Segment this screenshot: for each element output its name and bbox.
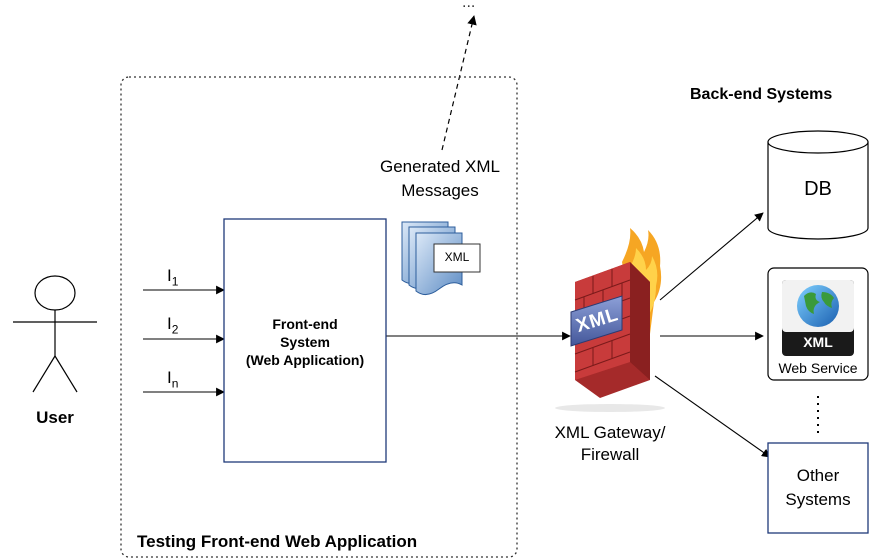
firewall-icon [555,228,665,412]
input-label-1-sub: 1 [171,274,179,289]
front-end-line1: Front-end [272,316,338,332]
other-systems-label: Other Systems [768,464,868,512]
input-label-2: I2 [167,314,178,336]
front-end-box [223,218,387,463]
front-end-line3: (Web Application) [245,352,365,368]
web-service-icon [767,267,869,381]
generated-xml-line2: Messages [401,181,479,200]
input-label-1-base: I [167,266,172,285]
other-systems-line2: Systems [785,490,851,509]
web-service-badge-text: XML [803,334,833,350]
testing-boundary [120,76,518,558]
xml-documents-icon [401,221,481,295]
web-service-label: Web Service [778,360,858,376]
generated-xml-label: Generated XML Messages [350,155,530,203]
gateway-line2: Firewall [580,445,640,464]
input-label-1: I1 [167,266,178,288]
input-label-n-sub: n [171,376,179,391]
other-systems-line1: Other [796,466,840,485]
gateway-to-other-arrow [654,375,771,458]
gateway-line1: XML Gateway/ [554,423,666,442]
backend-title: Back-end Systems [690,86,833,103]
input-label-2-sub: 2 [171,322,179,337]
top-annotation: ... [462,0,476,11]
front-end-label: Front-end System (Web Application) [224,315,386,369]
front-end-line2: System [280,334,330,350]
gateway-to-db-arrow [659,212,764,301]
user-stick-figure [13,275,97,393]
input-label-n: In [167,368,178,390]
db-label: DB [804,178,832,200]
input-label-2-base: I [167,314,172,333]
input-label-n-base: I [167,368,172,387]
user-label: User [36,408,74,427]
gateway-label: XML Gateway/ Firewall [535,422,685,466]
db-cylinder-icon [767,130,869,240]
xml-doc-label: XML [444,250,470,264]
generated-xml-line1: Generated XML [379,157,500,176]
outgoing-dashed-arrow [441,15,477,151]
testing-boundary-label: Testing Front-end Web Application [137,532,418,551]
other-systems-box [767,442,869,534]
